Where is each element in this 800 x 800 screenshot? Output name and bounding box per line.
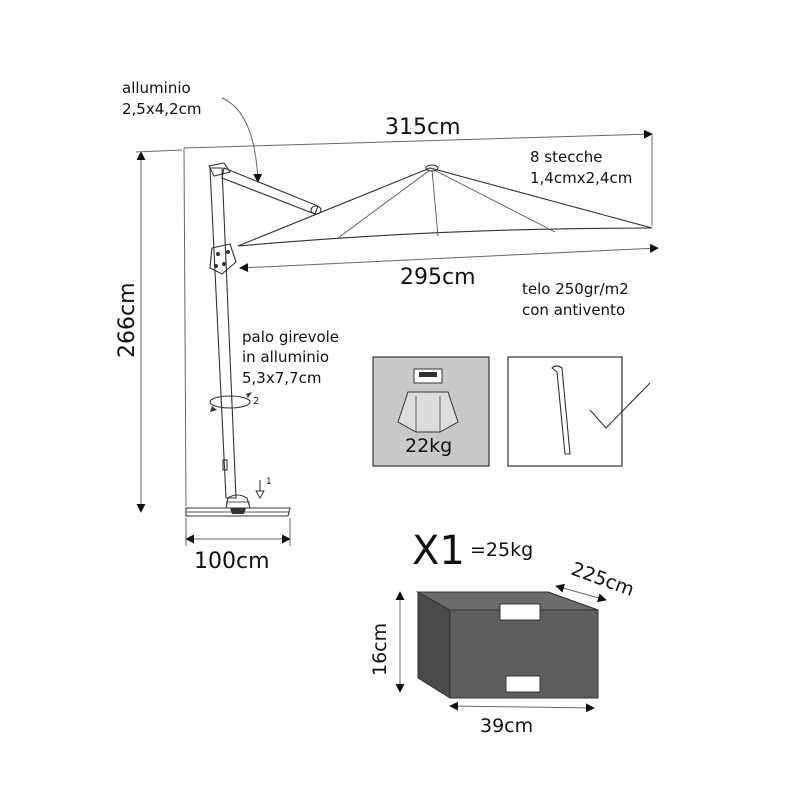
package-weight: =25kg — [470, 539, 533, 561]
fabric-line1: telo 250gr/m2 — [522, 280, 629, 298]
checkmark-icon — [589, 382, 651, 429]
package-handle-bottom — [505, 675, 541, 693]
base-width: 100cm — [194, 549, 270, 574]
package-height: 16cm — [369, 623, 391, 676]
pole-cap — [208, 162, 231, 177]
canopy-top-dimension-line — [183, 129, 653, 149]
rotation-icon — [209, 392, 252, 412]
canopy-top-width: 315cm — [385, 115, 461, 140]
pole — [209, 167, 237, 499]
total-height: 266cm — [115, 282, 140, 358]
fabric-line2: con antivento — [522, 301, 625, 319]
pedal-marker: 1 — [266, 477, 272, 487]
canopy-ribs — [337, 169, 556, 239]
frame-label: alluminio — [122, 79, 191, 97]
weight-plate-icon — [397, 368, 459, 433]
package-quantity: X1 — [412, 528, 465, 574]
weight-base-box: 22kg — [372, 356, 490, 467]
support-arm — [221, 167, 319, 215]
package-width: 39cm — [480, 715, 533, 737]
package-length-dimension-line — [555, 583, 607, 603]
base — [185, 494, 291, 517]
umbrella-drawing: 2 1 — [185, 162, 653, 517]
hex-key-box — [507, 356, 651, 467]
pole-line3: 5,3x7,7cm — [242, 369, 321, 387]
hex-key-icon — [551, 365, 571, 455]
rotate-marker: 2 — [253, 396, 259, 407]
pedal-arrow-icon — [255, 480, 265, 500]
package-box — [416, 591, 599, 699]
hinge-mechanism — [209, 243, 237, 275]
package-length: 225cm — [568, 558, 637, 601]
ribs-size: 1,4cmx2,4cm — [530, 169, 632, 187]
frame-pointer-arrow — [221, 97, 263, 183]
base-weight: 22kg — [405, 435, 452, 457]
package-handle-top — [499, 603, 541, 621]
ribs-label: 8 stecche — [530, 148, 602, 166]
frame-size: 2,5x4,2cm — [122, 100, 201, 118]
pole-handle — [222, 459, 228, 471]
pole-line2: in alluminio — [242, 348, 329, 366]
pole-line1: palo girevole — [242, 328, 339, 346]
package-width-dimension-line — [449, 701, 595, 713]
canopy-bottom-width: 295cm — [400, 265, 476, 290]
canopy-bottom-dimension-line — [239, 243, 659, 273]
canopy — [237, 167, 653, 247]
